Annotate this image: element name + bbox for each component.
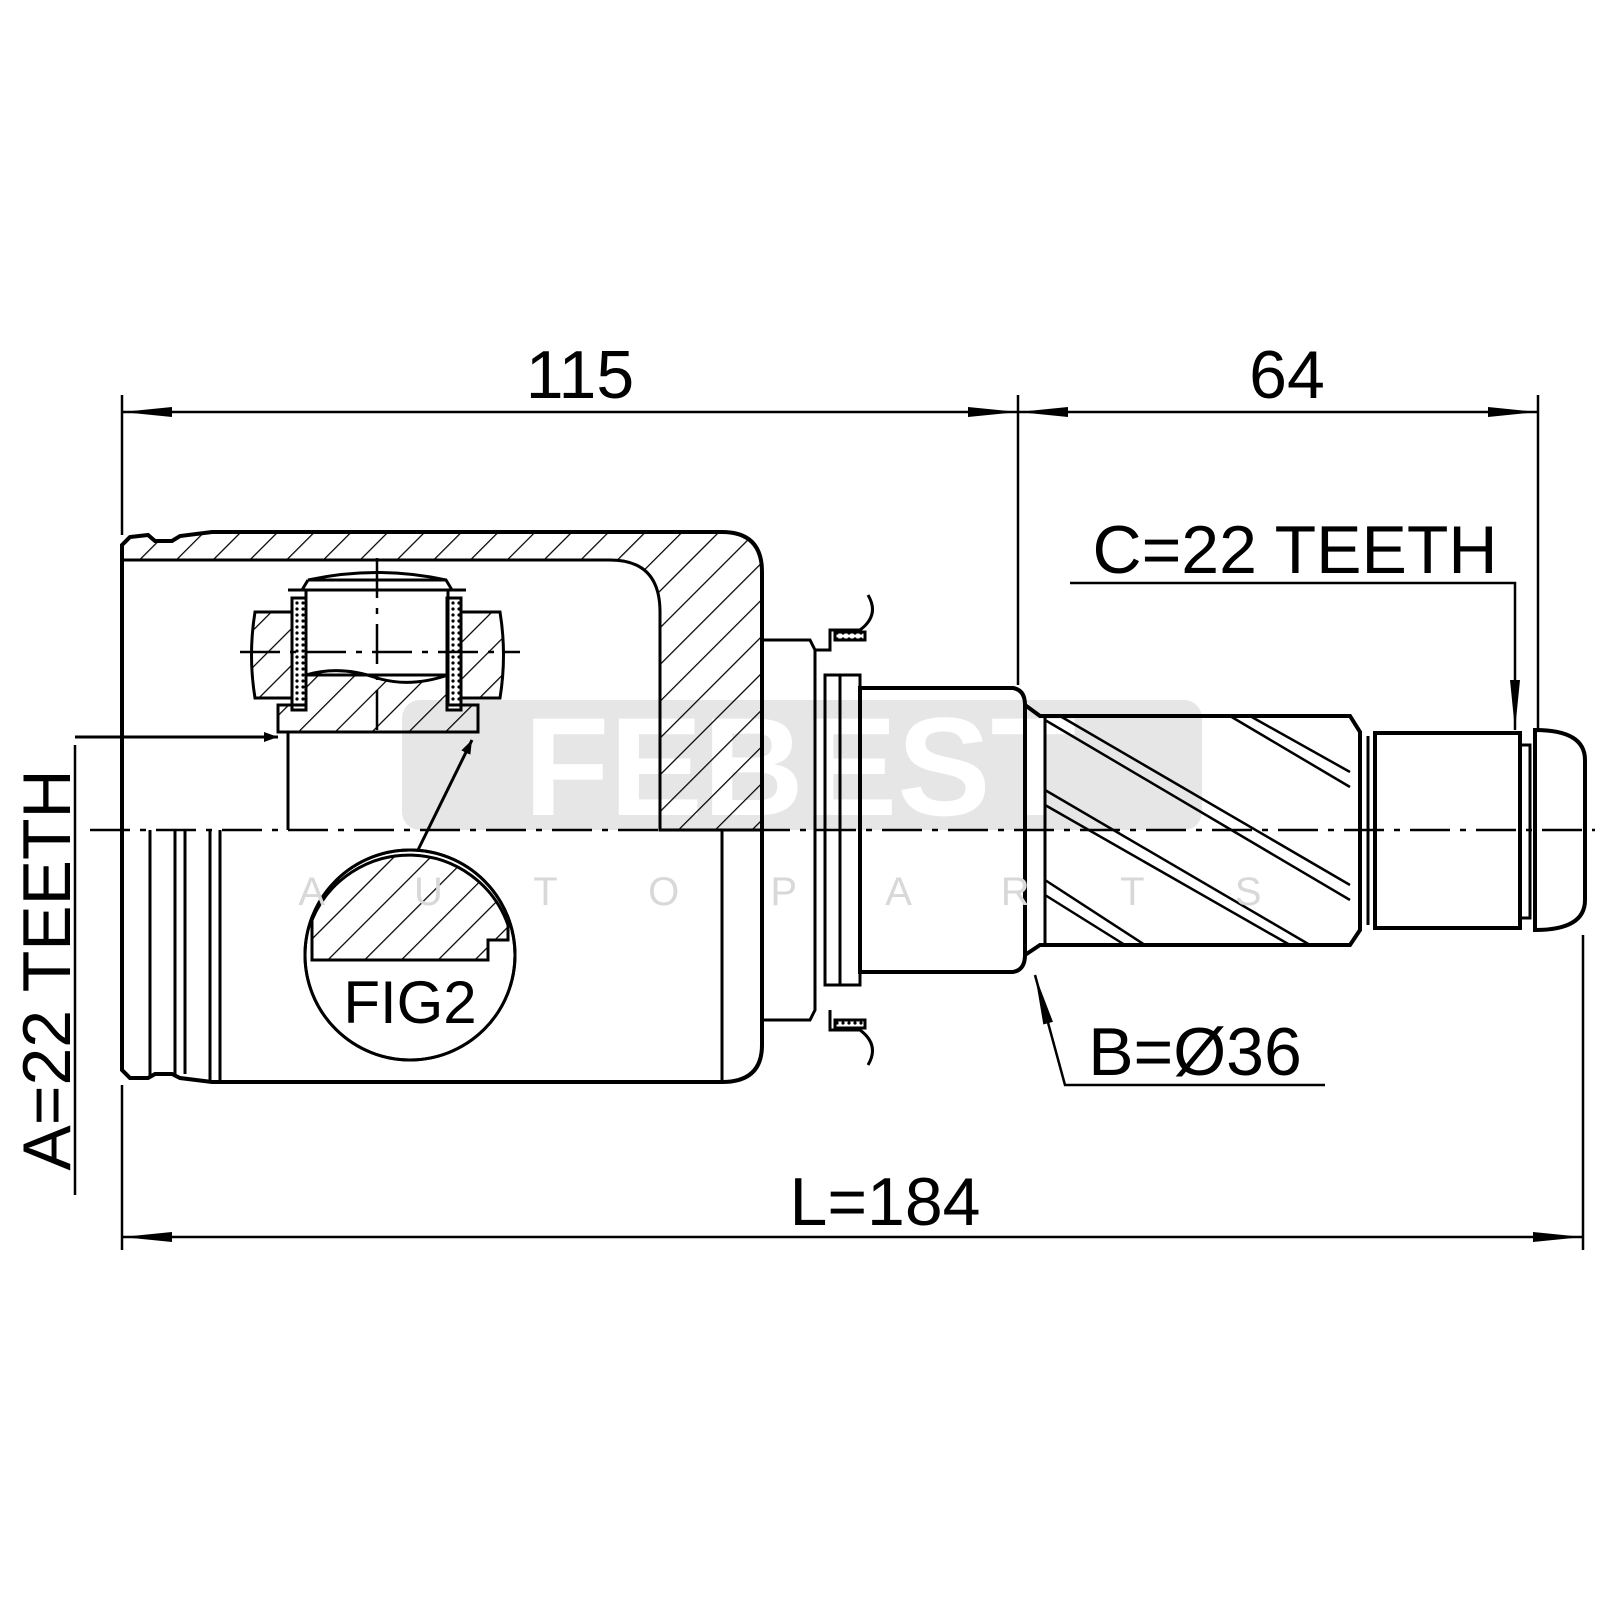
part-outline (73, 395, 1595, 1250)
watermark: FEBEST (402, 688, 1202, 845)
dimension-115: 115 (526, 337, 634, 413)
helical-splines (1044, 714, 1351, 947)
callout-a-teeth: A=22 TEETH (9, 769, 85, 1170)
callout-c-teeth: C=22 TEETH (1092, 512, 1497, 588)
fig2-label: FIG2 (343, 969, 476, 1036)
callout-b-diameter: B=Ø36 (1088, 1014, 1302, 1090)
watermark-tagline: A U T O P A R T S (298, 870, 1301, 914)
dimension-overall-length: L=184 (790, 1164, 981, 1240)
dimension-64: 64 (1249, 337, 1325, 413)
watermark-brand: FEBEST (524, 688, 1076, 845)
watermark-badge (402, 700, 1202, 830)
